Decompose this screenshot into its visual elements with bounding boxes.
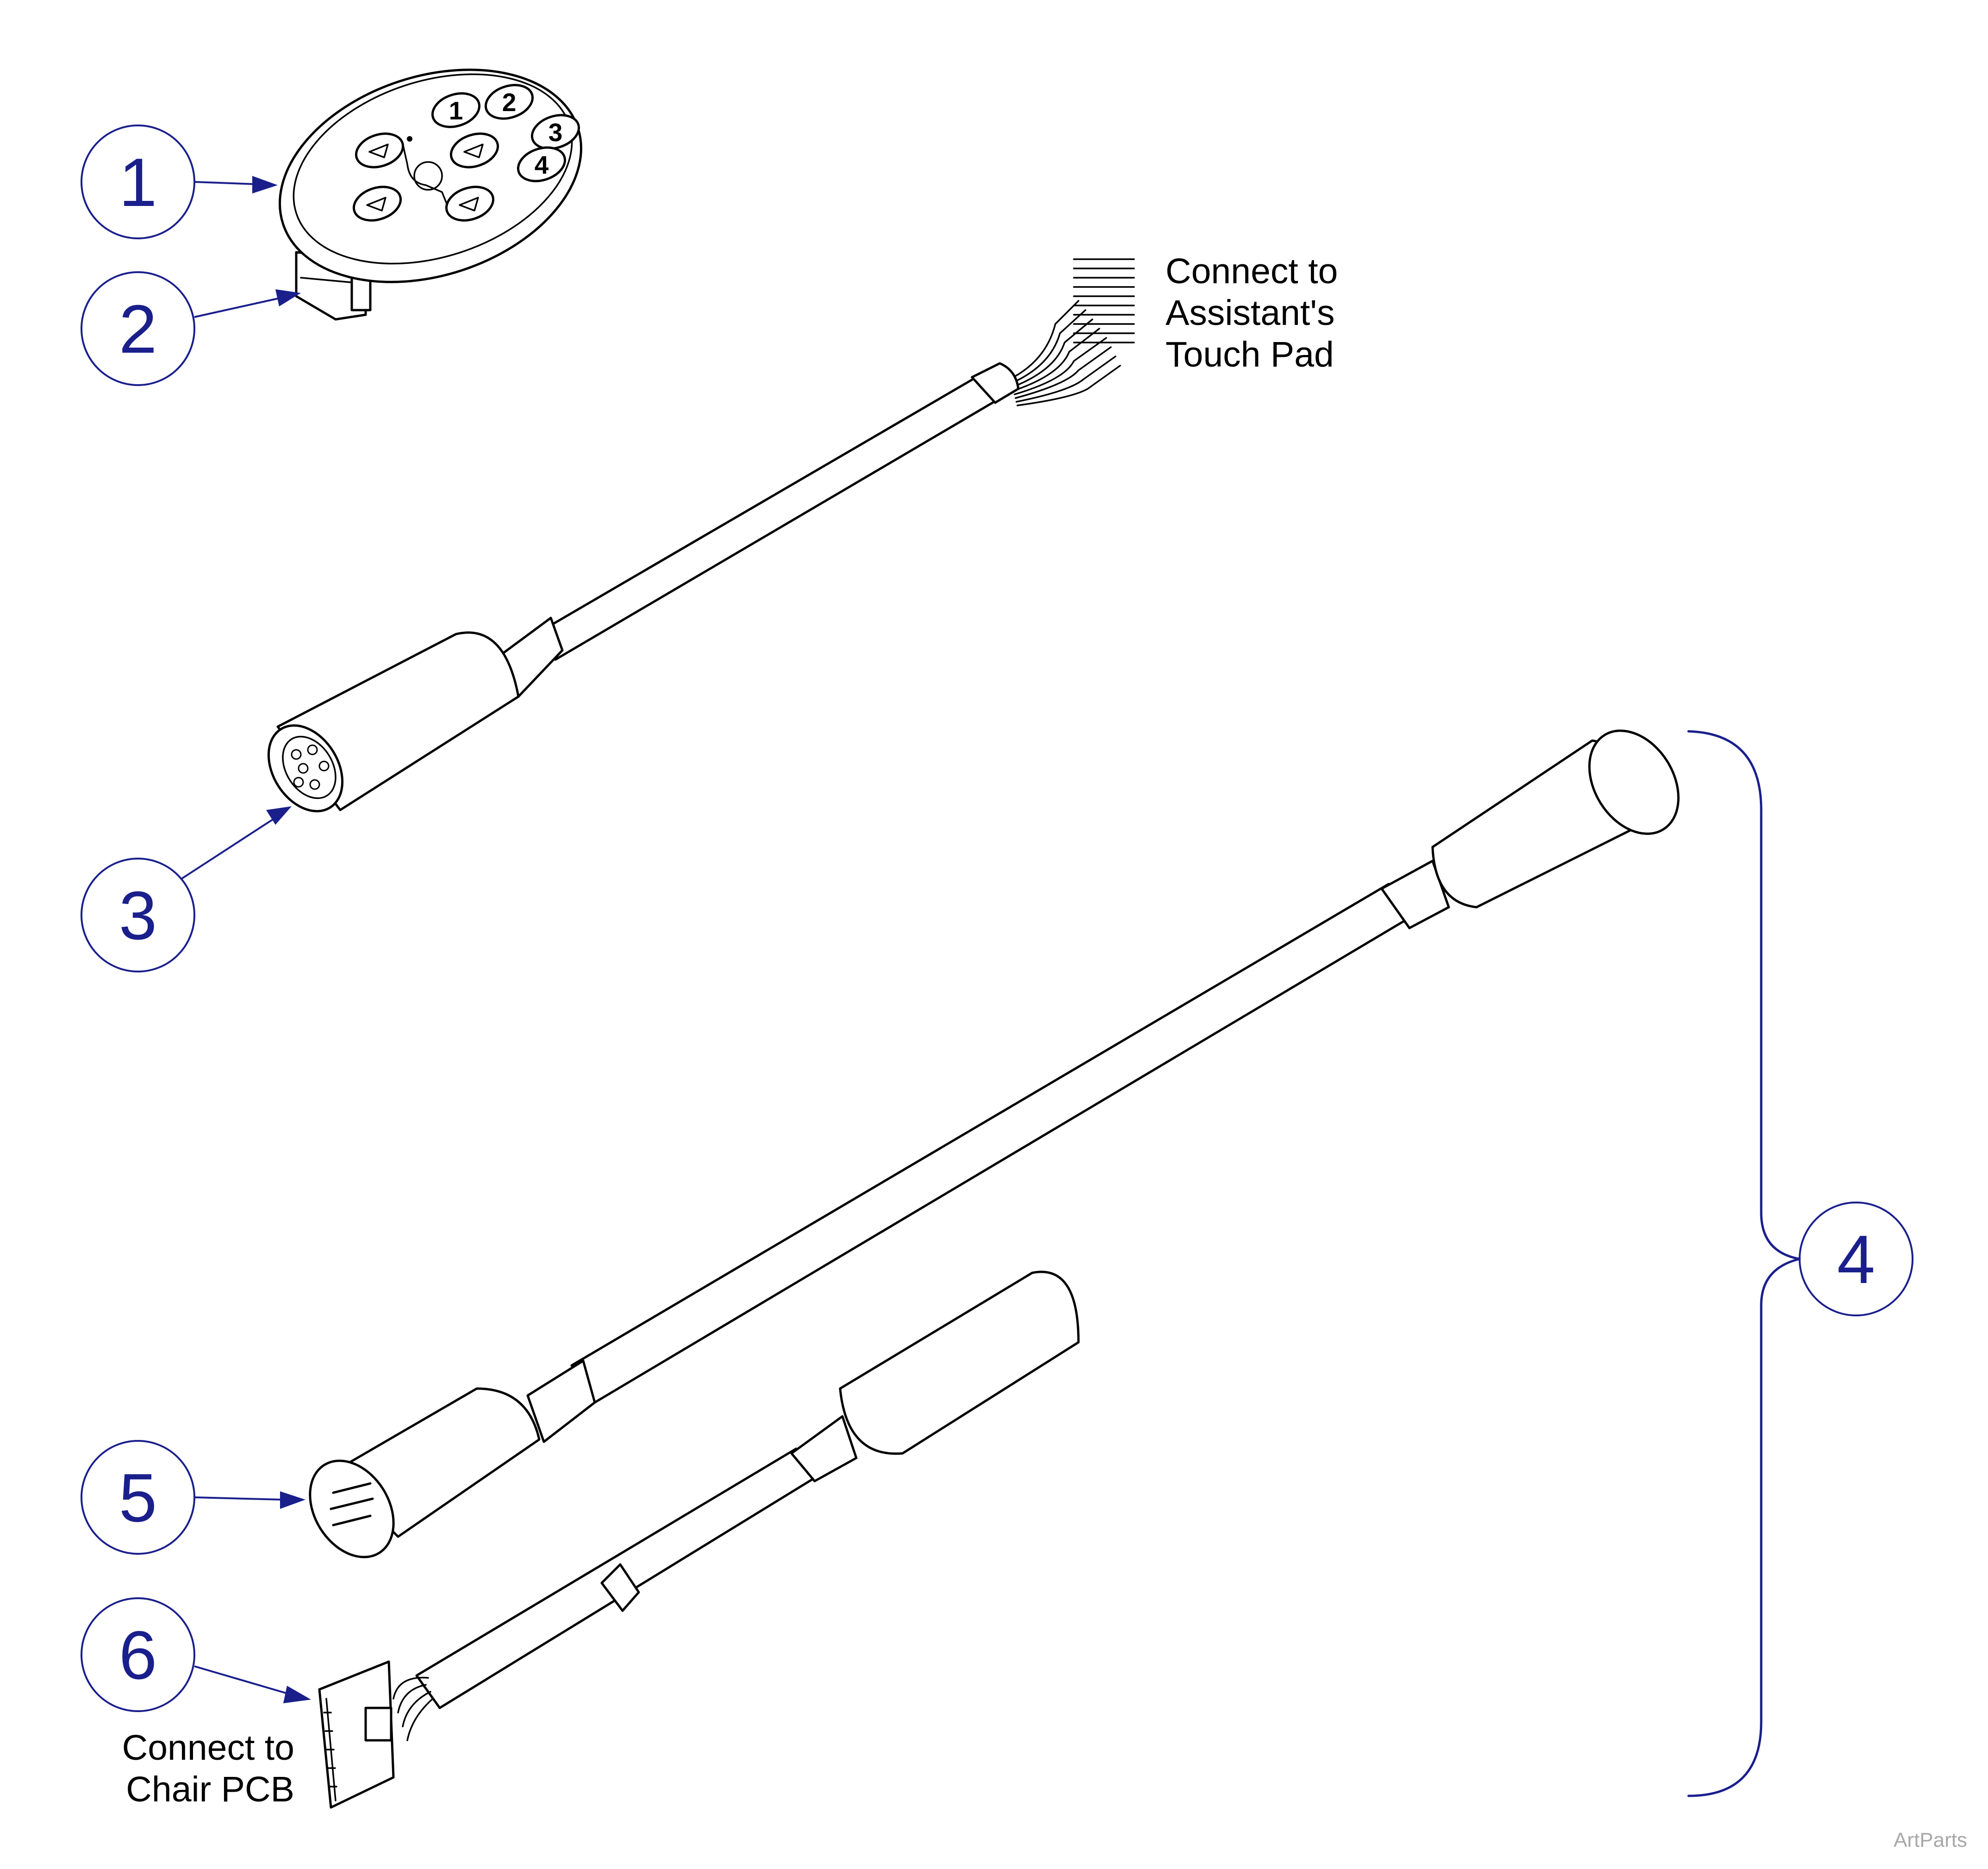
arrow-button-lower-right-icon xyxy=(445,186,495,222)
svg-text:1: 1 xyxy=(119,144,157,221)
callout-6: 6 xyxy=(81,1597,311,1712)
svg-text:Connect to: Connect to xyxy=(1165,251,1338,291)
wire-leads xyxy=(1008,258,1135,406)
svg-text:5: 5 xyxy=(119,1460,157,1536)
button-3-icon: 3 xyxy=(530,114,580,150)
svg-text:Chair PCB: Chair PCB xyxy=(126,1769,294,1809)
svg-text:Connect to: Connect to xyxy=(122,1728,294,1768)
svg-text:1: 1 xyxy=(449,96,463,125)
assistant-touch-pad-cable xyxy=(267,258,1135,813)
svg-text:6: 6 xyxy=(119,1617,157,1694)
callout-3: 3 xyxy=(81,806,292,972)
svg-text:Touch Pad: Touch Pad xyxy=(1165,335,1334,374)
extension-cable xyxy=(309,729,1680,1558)
svg-text:3: 3 xyxy=(548,118,563,147)
note-chair-pcb: Connect to Chair PCB xyxy=(122,1728,294,1809)
touch-pad: 1 2 3 4 xyxy=(279,69,582,321)
svg-text:2: 2 xyxy=(119,291,157,368)
arrow-button-lower-left-icon xyxy=(352,186,402,222)
pcb-connector xyxy=(318,1660,395,1809)
button-2-icon: 2 xyxy=(484,84,534,120)
arrow-button-center-icon xyxy=(449,132,499,168)
svg-text:Assistant's: Assistant's xyxy=(1165,293,1335,333)
svg-text:4: 4 xyxy=(1837,1221,1875,1298)
chair-pcb-cable xyxy=(318,1271,1080,1809)
callout-2: 2 xyxy=(81,271,301,386)
svg-text:3: 3 xyxy=(119,878,157,954)
din-female-end xyxy=(1588,729,1680,835)
grouping-brace xyxy=(1687,730,1801,1797)
callout-5: 5 xyxy=(81,1440,305,1555)
callout-4: 4 xyxy=(1687,730,1913,1797)
button-1-icon: 1 xyxy=(431,92,481,128)
touch-pad-buttons: 1 2 3 4 xyxy=(352,84,580,222)
chair-symbol-icon xyxy=(402,136,448,205)
callout-1: 1 xyxy=(81,125,278,239)
note-assistant-touch-pad: Connect to Assistant's Touch Pad xyxy=(1165,251,1338,374)
din-male-plug xyxy=(309,1459,395,1558)
svg-text:2: 2 xyxy=(502,88,517,117)
watermark: ArtParts xyxy=(1894,1829,1967,1851)
button-4-icon: 4 xyxy=(517,146,567,182)
svg-text:4: 4 xyxy=(535,150,549,179)
